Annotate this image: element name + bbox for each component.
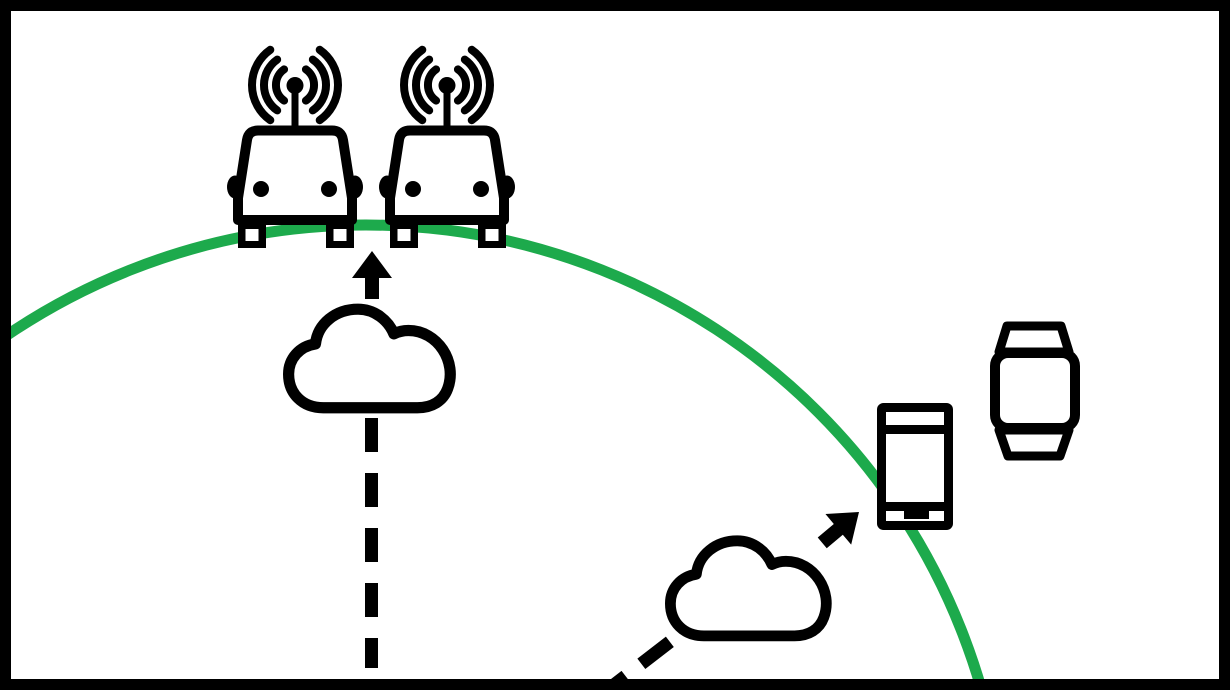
phone-top-divider (886, 425, 944, 434)
radio-waves-left-icon (248, 45, 289, 125)
phone-frame (877, 403, 953, 530)
car-headlight-left (253, 181, 269, 197)
cloud-shape (283, 303, 456, 414)
cloud-icon-left (283, 303, 456, 414)
up-arrow-icon (352, 251, 392, 299)
radio-waves-right-icon (301, 45, 342, 125)
car-body (233, 125, 357, 225)
watch-strap-bottom (994, 425, 1074, 461)
car-wheel-left (238, 222, 266, 248)
phone-home-button (904, 502, 929, 519)
car-wheel-right (326, 222, 354, 248)
smartphone-icon (877, 403, 953, 530)
cloud-shape (665, 535, 832, 642)
cloud-icon-right (665, 535, 832, 642)
watch-face (990, 348, 1080, 433)
connected-car-icon-left (227, 45, 363, 248)
car-headlight-right (321, 181, 337, 197)
diagonal-arrow-icon (817, 512, 859, 549)
smartwatch-icon (990, 321, 1080, 461)
antenna-tip (286, 77, 304, 94)
coverage-zone-arc (0, 219, 988, 690)
